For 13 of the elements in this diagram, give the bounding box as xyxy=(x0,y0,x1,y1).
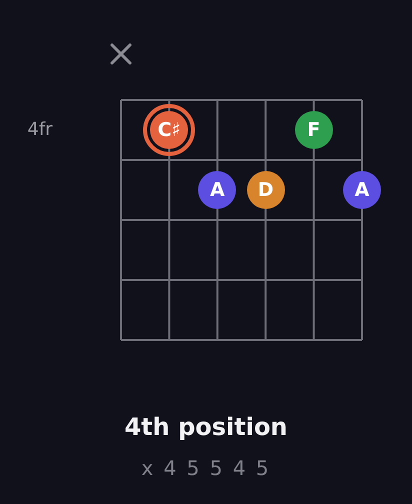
note-name: D xyxy=(258,180,274,200)
note-dot xyxy=(246,171,285,209)
fret-number: 4fr xyxy=(27,121,53,139)
chord-title: 4th position xyxy=(124,413,288,442)
note-name: A xyxy=(354,180,370,200)
root-note-dot xyxy=(143,104,196,156)
note-dot xyxy=(198,171,236,209)
note-name: F xyxy=(307,120,320,140)
note-name: C♯ xyxy=(158,120,181,140)
fingering-caption: x 4 5 5 4 5 xyxy=(141,456,271,480)
note-name: A xyxy=(210,180,225,200)
note-dot xyxy=(294,111,333,149)
note-dot xyxy=(343,171,381,209)
